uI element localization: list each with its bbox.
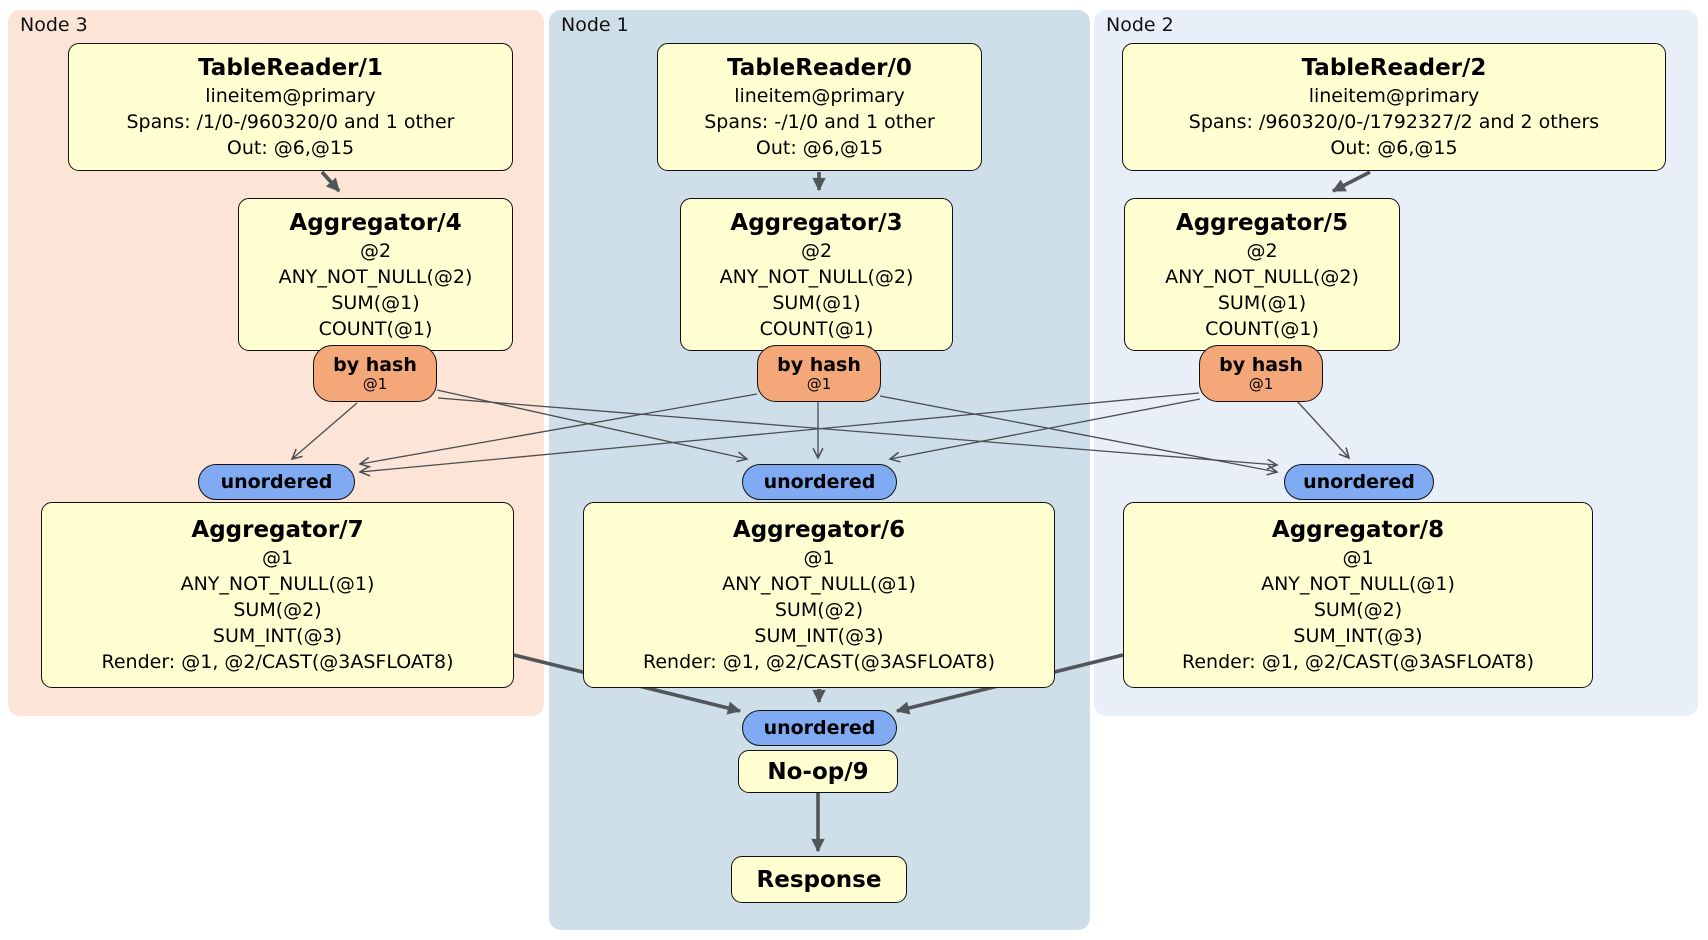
byhash-router-node3: by hash @1 [313,345,437,402]
box-detail-line: SUM(@1) [772,291,861,314]
edge-byhash2-sync2 [1296,400,1351,460]
box-detail-line: COUNT(@1) [759,317,874,340]
router-label: by hash [777,354,861,376]
edge-tr2-agg5 [1331,170,1371,193]
box-title: Aggregator/7 [191,517,364,543]
box-title: No-op/9 [767,758,869,785]
node1-label: Node 1 [561,14,629,36]
byhash-router-node1: by hash @1 [757,345,881,402]
box-title: Aggregator/4 [289,209,462,236]
box-detail-line: Spans: /1/0-/960320/0 and 1 other [126,111,455,133]
box-detail-line: ANY_NOT_NULL(@1) [180,573,375,595]
unordered-sync-node2: unordered [1284,464,1434,500]
box-title: Aggregator/5 [1175,209,1349,236]
box-detail-line: lineitem@primary [734,85,905,107]
box-detail-line: Spans: /960320/0-/1792327/2 and 2 others [1188,111,1600,133]
box-detail-line: COUNT(@1) [1205,317,1319,340]
edge-byhash3-sync2 [437,397,1279,470]
box-detail-line: ANY_NOT_NULL(@1) [722,573,916,595]
box-detail-line: SUM(@2) [1313,599,1403,621]
box-detail-line: SUM(@2) [233,599,322,621]
edge-byhash2-sync1 [888,398,1201,463]
unordered-sync-node3: unordered [198,464,355,500]
router-label: by hash [1219,354,1303,376]
edge-byhash1-sync3 [358,393,758,468]
box-detail-line: ANY_NOT_NULL(@2) [719,265,914,288]
box-title: TableReader/2 [1301,55,1487,81]
edge-tr1-agg4 [320,170,341,193]
box-detail-line: lineitem@primary [1308,85,1480,107]
router-sub: @1 [362,375,388,393]
router-sub: @1 [806,375,832,393]
box-detail-line: Out: @6,@15 [755,137,884,159]
byhash-router-node2: by hash @1 [1199,345,1323,402]
router-label: by hash [333,354,417,376]
box-detail-line: @1 [1342,547,1374,569]
box-title: TableReader/1 [198,55,383,81]
box-detail-line: Spans: -/1/0 and 1 other [704,111,935,133]
node3-label: Node 3 [20,14,88,36]
edge-byhash2-sync3 [358,392,1200,477]
box-detail-line: SUM(@1) [1217,291,1307,314]
box-detail-line: SUM_INT(@3) [212,625,343,647]
box-title: Aggregator/8 [1271,517,1445,543]
box-detail-line: ANY_NOT_NULL(@2) [1165,265,1359,288]
edge-byhash3-sync1 [436,389,749,463]
node2-label: Node 2 [1106,14,1174,36]
box-detail-line: Out: @6,@15 [226,137,355,159]
box-detail-line: Out: @6,@15 [1330,137,1458,159]
noop-box: No-op/9 [738,750,898,793]
box-detail-line: Render: @1, @2/CAST(@3ASFLOAT8) [101,651,454,673]
box-detail-line: SUM(@2) [774,599,864,621]
edge-byhash1-sync2 [879,395,1279,476]
box-detail-line: Render: @1, @2/CAST(@3ASFLOAT8) [1182,651,1534,673]
box-detail-line: @1 [261,547,294,569]
box-title: Aggregator/6 [732,517,906,543]
box-detail-line: @1 [803,547,835,569]
box-detail-line: SUM_INT(@3) [1293,625,1423,647]
box-detail-line: COUNT(@1) [318,317,433,340]
router-sub: @1 [1248,375,1274,393]
edge-byhash3-sync3 [290,402,358,461]
box-detail-line: @2 [1246,239,1278,262]
box-detail-line: ANY_NOT_NULL(@2) [278,265,473,288]
response-box: Response [731,856,907,903]
box-detail-line: SUM(@1) [331,291,420,314]
box-detail-line: SUM_INT(@3) [754,625,884,647]
box-detail-line: @2 [359,239,392,262]
box-detail-line: ANY_NOT_NULL(@1) [1261,573,1455,595]
box-detail-line: lineitem@primary [205,85,376,107]
box-detail-line: Render: @1, @2/CAST(@3ASFLOAT8) [643,651,995,673]
box-title: Response [756,866,882,893]
box-detail-line: @2 [800,239,833,262]
box-title: TableReader/0 [727,55,912,81]
unordered-sync-final: unordered [742,710,897,746]
unordered-sync-node1: unordered [742,464,897,500]
box-title: Aggregator/3 [730,209,903,236]
